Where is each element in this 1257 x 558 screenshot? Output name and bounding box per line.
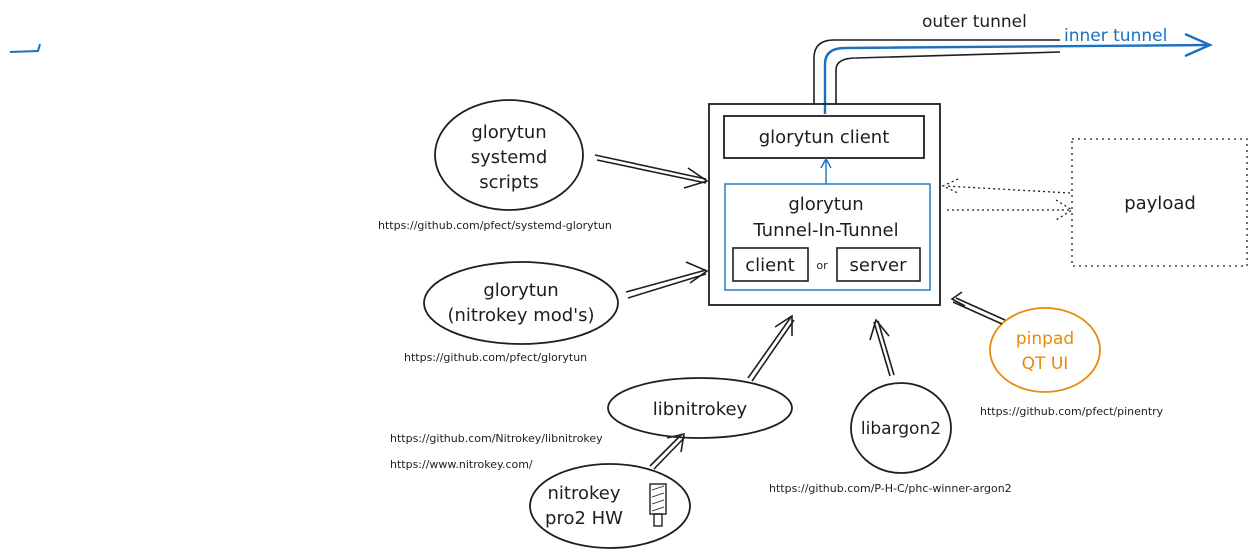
payload-label: payload	[1124, 193, 1196, 214]
libargon2-node	[850, 382, 952, 474]
tit-title-line2: Tunnel-In-Tunnel	[752, 220, 898, 241]
mode-server-label: server	[850, 255, 908, 276]
libnitrokey-node	[607, 377, 793, 439]
systemd-scripts-node	[434, 99, 584, 211]
systemd-line3: scripts	[479, 172, 539, 193]
nitrokey-hw-line2: pro2 HW	[545, 508, 623, 529]
nitrokey-hw-node	[529, 463, 691, 549]
mode-or-label: or	[816, 259, 828, 272]
libnitrokey-url1[interactable]: https://github.com/Nitrokey/libnitrokey	[390, 432, 603, 445]
pinpad-line2: QT UI	[1022, 354, 1069, 374]
nitrokey-hw-to-libnitrokey-arrow	[649, 432, 686, 470]
tit-title-line1: glorytun	[788, 194, 863, 215]
pinpad-node	[989, 307, 1101, 393]
central-box	[708, 103, 941, 306]
mode-server-box	[836, 247, 921, 282]
libargon2-label: libargon2	[861, 419, 941, 439]
nitrokey-hw-line1: nitrokey	[548, 483, 621, 504]
systemd-url[interactable]: https://github.com/pfect/systemd-glorytu…	[378, 219, 612, 232]
payload-link-arrows	[941, 178, 1074, 221]
glorytun-mod-line1: glorytun	[483, 280, 558, 301]
libargon2-to-central-arrow	[869, 318, 895, 377]
glorytun-client-label: glorytun client	[759, 127, 890, 148]
usb-key-icon	[649, 483, 667, 527]
systemd-line1: glorytun	[471, 122, 546, 143]
systemd-to-central-arrow	[594, 154, 709, 189]
outer-tunnel-pipe	[813, 39, 1061, 104]
stray-mark	[9, 43, 41, 53]
tunnel-in-tunnel-box	[724, 183, 931, 291]
glorytun-mod-to-central-arrow	[625, 261, 709, 299]
libargon2-url[interactable]: https://github.com/P-H-C/phc-winner-argo…	[769, 482, 1012, 495]
payload-box	[1071, 138, 1248, 267]
glorytun-mod-node	[423, 261, 619, 345]
pinpad-url[interactable]: https://github.com/pfect/pinentry	[980, 405, 1164, 418]
mode-client-label: client	[745, 255, 794, 276]
pinpad-line1: pinpad	[1016, 329, 1074, 349]
glorytun-mod-line2: (nitrokey mod's)	[447, 305, 594, 326]
pinpad-to-central-arrow	[950, 291, 1006, 325]
inner-tunnel-arrow	[823, 32, 1213, 114]
glorytun-client-box	[723, 115, 925, 159]
libnitrokey-url2[interactable]: https://www.nitrokey.com/	[390, 458, 533, 471]
tit-to-client-arrow	[820, 157, 832, 184]
systemd-line2: systemd	[471, 147, 548, 168]
outer-tunnel-label: outer tunnel	[922, 12, 1027, 32]
inner-tunnel-label: inner tunnel	[1064, 26, 1167, 46]
libnitrokey-label: libnitrokey	[653, 399, 748, 420]
libnitrokey-to-central-arrow	[747, 314, 795, 382]
mode-client-box	[732, 247, 809, 282]
glorytun-mod-url[interactable]: https://github.com/pfect/glorytun	[404, 351, 587, 364]
